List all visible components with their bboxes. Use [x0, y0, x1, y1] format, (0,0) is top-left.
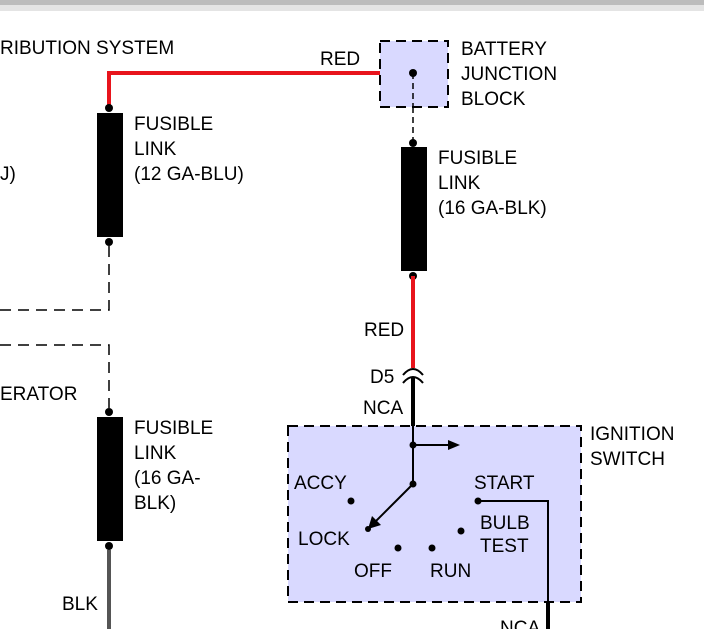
top-border-band — [0, 0, 704, 5]
wire-label-red-top: RED — [320, 49, 360, 70]
battery-junction-label-3: BLOCK — [461, 89, 526, 110]
battery-junction-label-2: JUNCTION — [461, 64, 557, 85]
position-lock-terminal — [365, 526, 371, 532]
fusible-link-3 — [97, 417, 123, 541]
position-bulb-test-terminal — [457, 527, 465, 535]
start-output-wire — [478, 500, 549, 629]
position-label-accy: ACCY — [294, 473, 347, 494]
fusible-link-3-label-4: BLK) — [134, 493, 176, 514]
position-off-terminal — [394, 544, 402, 552]
wire-red-top — [107, 71, 413, 106]
generator-dashed-in — [0, 344, 110, 408]
fuse1-top-terminal — [105, 104, 113, 112]
fusible-link-3-label-1: FUSIBLE — [134, 418, 213, 439]
position-accy-terminal — [347, 497, 355, 505]
fusible-link-1 — [97, 113, 123, 237]
ignition-arrow-icon — [448, 440, 460, 450]
fuse3-bottom-terminal — [105, 542, 113, 550]
fuse1-dashed-out — [0, 246, 110, 311]
fusible-link-2-label-3: (16 GA-BLK) — [438, 198, 547, 219]
connector-d5-symbol-upper — [402, 368, 424, 376]
ignition-wiper-arm — [372, 483, 414, 525]
wire-label-red-mid: RED — [364, 320, 404, 341]
fusible-link-3-label-2: LINK — [134, 443, 177, 464]
position-label-run: RUN — [430, 561, 471, 582]
partial-label-j: J) — [0, 164, 16, 185]
title-distribution-system: RIBUTION SYSTEM — [0, 38, 174, 59]
wire-label-nca-upper: NCA — [363, 398, 403, 419]
battery-junction-label-1: BATTERY — [461, 39, 547, 60]
position-run-terminal — [428, 544, 436, 552]
fuse2-top-terminal — [409, 139, 417, 147]
connector-label-d5: D5 — [370, 367, 394, 388]
position-label-lock: LOCK — [298, 529, 350, 550]
top-border-shadow — [0, 5, 704, 11]
position-label-off: OFF — [354, 561, 392, 582]
position-label-bulb: BULB — [480, 513, 530, 534]
connector-d5-symbol-lower — [402, 376, 424, 384]
fusible-link-1-label-3: (12 GA-BLU) — [134, 164, 244, 185]
fusible-link-3-label-3: (16 GA- — [134, 468, 201, 489]
fusible-link-1-label-1: FUSIBLE — [134, 114, 213, 135]
fusible-link-2-label-2: LINK — [438, 173, 481, 194]
fuse3-top-terminal — [105, 408, 113, 416]
wire-label-nca-bottom: NCA — [500, 618, 540, 629]
fuse1-bottom-terminal — [105, 238, 113, 246]
fusible-link-2 — [401, 147, 427, 271]
fusible-link-1-label-2: LINK — [134, 139, 177, 160]
ignition-switch-label-2: SWITCH — [590, 449, 665, 470]
fusible-link-2-label-1: FUSIBLE — [438, 148, 517, 169]
ignition-switch-label-1: IGNITION — [590, 424, 674, 445]
ignition-wiper-arrowhead-icon — [368, 516, 381, 529]
wire-label-blk: BLK — [62, 594, 98, 615]
position-label-test: TEST — [480, 536, 529, 557]
position-label-start: START — [474, 473, 535, 494]
ignition-switch-body — [287, 425, 582, 603]
title-generator: ERATOR — [0, 384, 77, 405]
